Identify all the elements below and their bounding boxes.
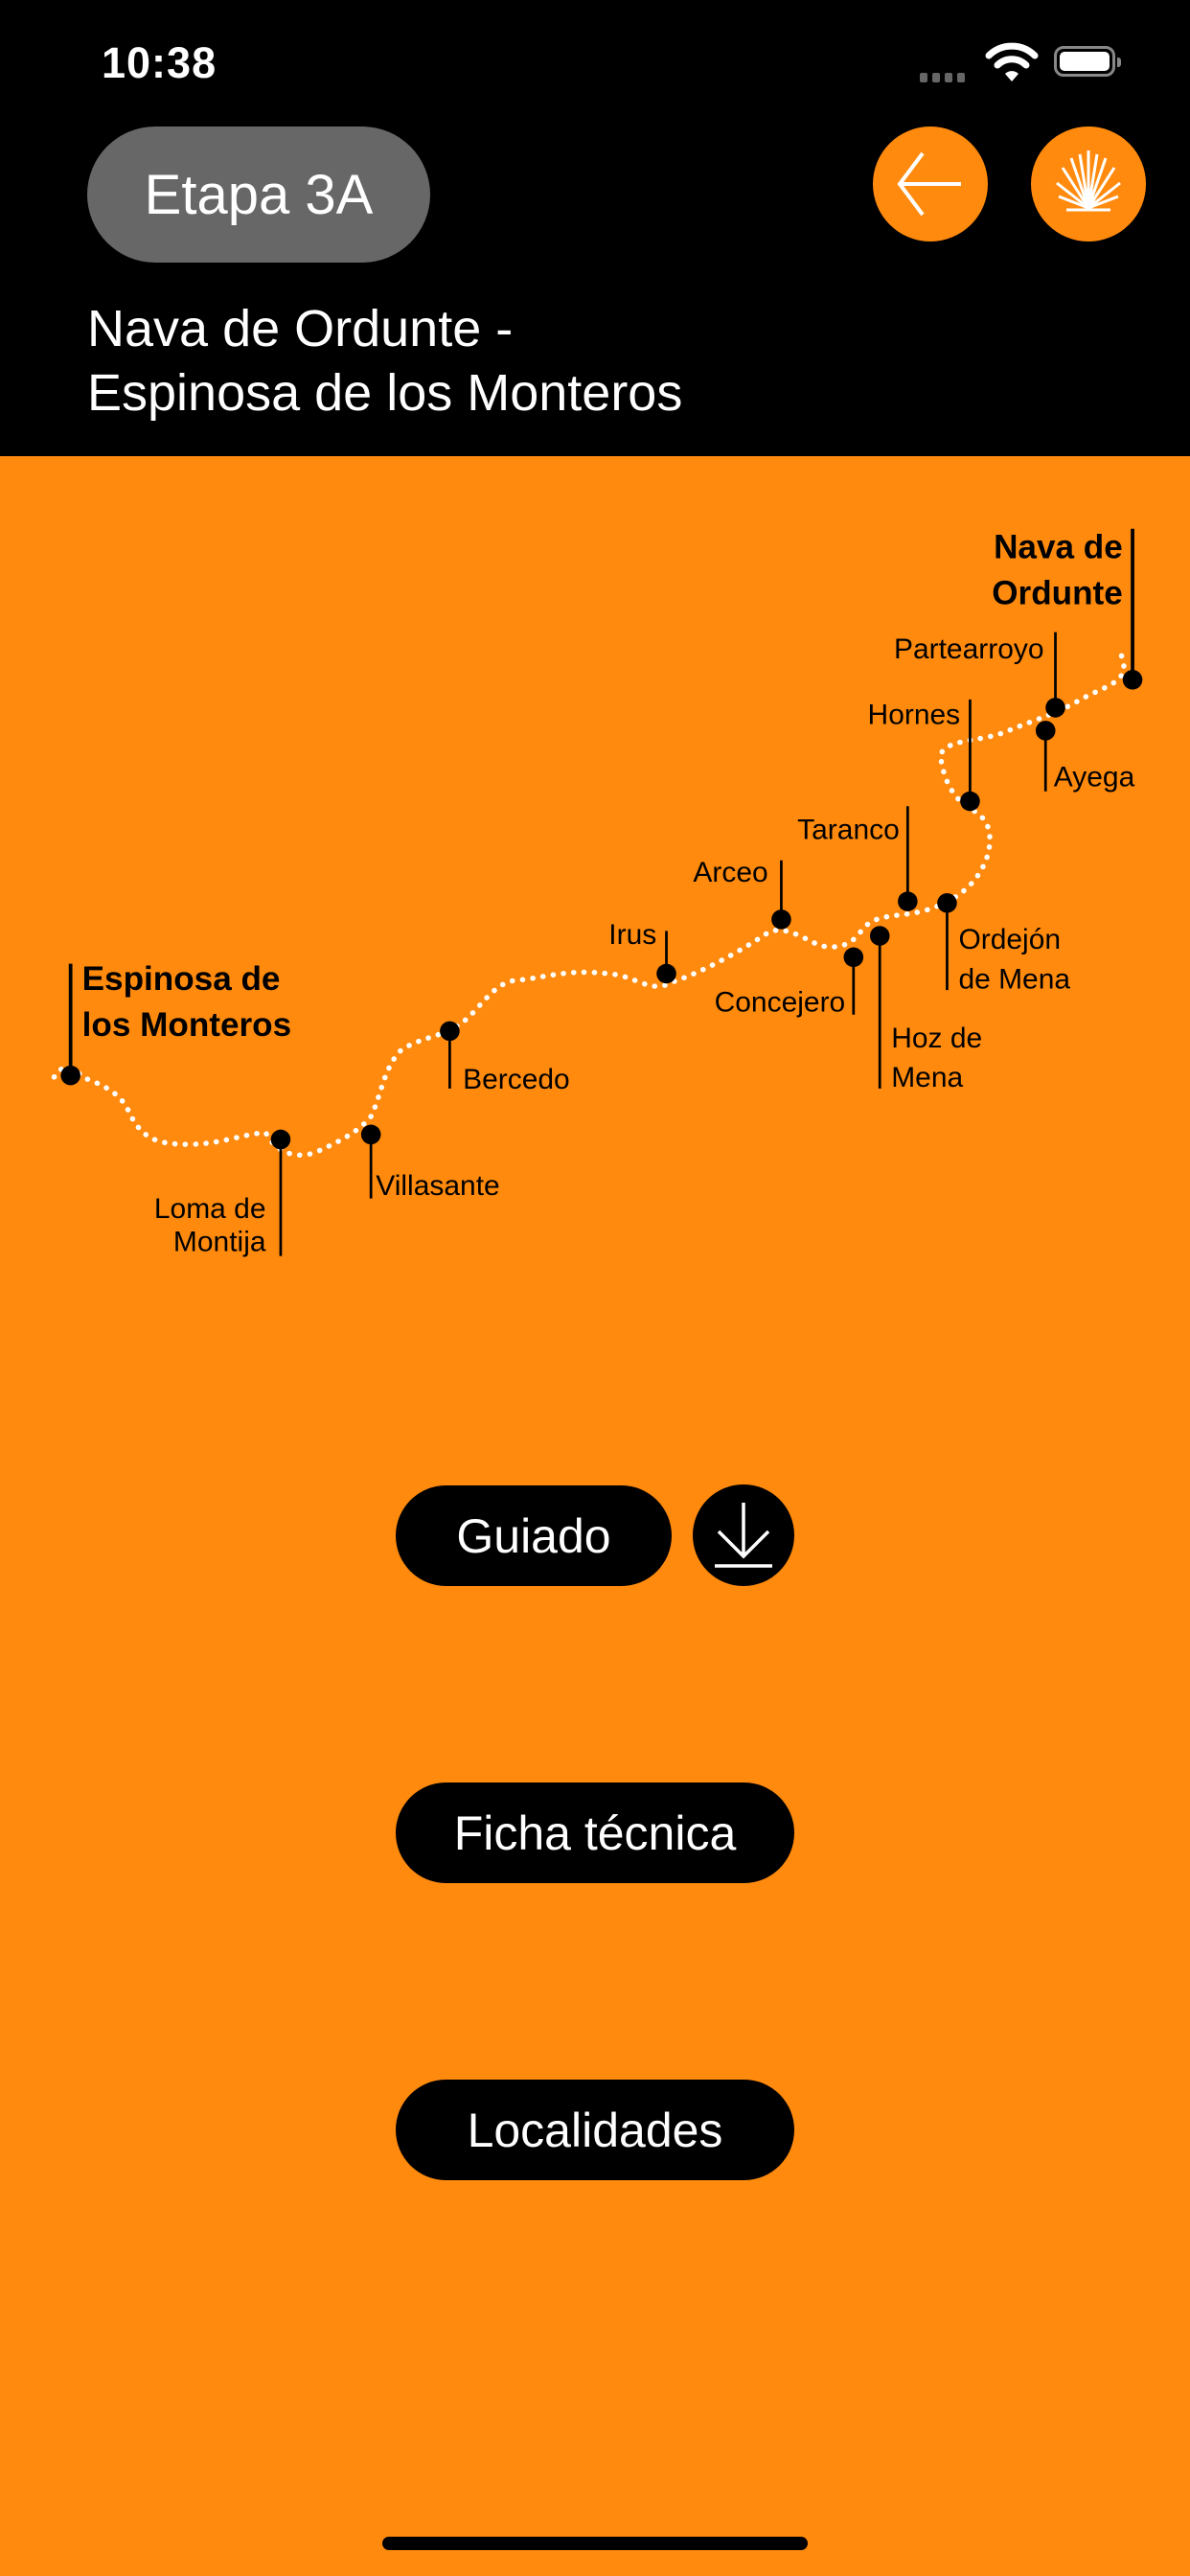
home-indicator[interactable] (382, 2537, 808, 2550)
place-dot[interactable] (360, 1124, 381, 1145)
map-place-marker[interactable]: Concejero (715, 947, 864, 1019)
place-label: Ordejón (958, 924, 1061, 955)
localities-button[interactable]: Localidades (396, 2080, 794, 2180)
map-place-marker[interactable]: Irus (608, 919, 676, 984)
stage-title: Nava de Ordunte - Espinosa de los Monter… (87, 297, 682, 426)
map-place-marker[interactable]: Nava de Ordunte (992, 529, 1143, 690)
guided-button[interactable]: Guiado (396, 1485, 672, 1586)
battery-icon (1054, 46, 1121, 77)
map-place-marker[interactable]: Bercedo (440, 1021, 570, 1095)
place-dot[interactable] (937, 892, 957, 913)
place-label: Ordunte (992, 574, 1123, 611)
place-dot[interactable] (869, 926, 890, 946)
status-time: 10:38 (102, 38, 217, 87)
place-label: Hornes (868, 700, 961, 731)
place-dot[interactable] (656, 963, 676, 984)
place-label: Bercedo (463, 1064, 570, 1095)
map-place-marker[interactable]: Hornes (868, 700, 980, 812)
map-place-marker[interactable]: Partearroyo (894, 632, 1065, 718)
map-place-marker[interactable]: Taranco (797, 806, 918, 911)
map-place-marker[interactable]: Espinosa de los Monteros (60, 960, 291, 1086)
place-label: Espinosa de (82, 960, 281, 998)
map-place-marker[interactable]: Villasante (360, 1124, 500, 1203)
download-icon (715, 1503, 772, 1568)
place-dot[interactable] (843, 947, 864, 968)
place-label: los Monteros (82, 1006, 291, 1044)
place-label: Concejero (715, 986, 846, 1018)
place-label: Villasante (376, 1170, 499, 1202)
tech-sheet-button[interactable]: Ficha técnica (396, 1782, 794, 1883)
map-place-marker[interactable]: Ordejón de Mena (937, 892, 1070, 995)
shell-button[interactable] (1031, 126, 1146, 242)
map-place-marker[interactable]: Hoz de Mena (869, 926, 982, 1093)
stage-title-line1: Nava de Ordunte - (87, 300, 514, 357)
map-place-marker[interactable]: Ayega (1035, 721, 1135, 794)
place-label: Ayega (1054, 762, 1135, 794)
place-label: Loma de (154, 1193, 266, 1225)
download-button[interactable] (693, 1484, 794, 1586)
place-dot[interactable] (440, 1021, 460, 1042)
place-dot[interactable] (60, 1065, 80, 1086)
place-label: Nava de (994, 529, 1123, 566)
scallop-shell-icon (1056, 150, 1121, 212)
route-path (51, 651, 1127, 1158)
header: 10:38 Etapa 3A Nava de Ordunte - Espinos… (0, 0, 1190, 456)
wifi-icon (985, 42, 1039, 81)
place-label: Taranco (797, 814, 900, 845)
place-label: de Mena (958, 963, 1070, 995)
place-label: Hoz de (891, 1023, 982, 1054)
back-button[interactable] (873, 126, 988, 242)
place-label: Partearroyo (894, 633, 1044, 665)
place-dot[interactable] (960, 791, 980, 812)
arrow-left-icon (897, 151, 961, 217)
place-label: Irus (608, 919, 656, 951)
place-dot[interactable] (898, 891, 918, 911)
signal-icon (920, 73, 965, 82)
place-label: Arceo (693, 857, 767, 888)
stage-title-line2: Espinosa de los Monteros (87, 364, 683, 422)
place-label: Mena (891, 1062, 963, 1093)
place-dot[interactable] (1035, 721, 1056, 741)
place-dot[interactable] (1045, 698, 1065, 718)
place-label: Montija (173, 1226, 266, 1257)
place-dot[interactable] (771, 909, 791, 930)
stage-badge[interactable]: Etapa 3A (87, 126, 430, 263)
map-place-marker[interactable]: Arceo (693, 857, 791, 930)
place-dot[interactable] (1122, 670, 1143, 690)
place-dot[interactable] (270, 1129, 291, 1150)
